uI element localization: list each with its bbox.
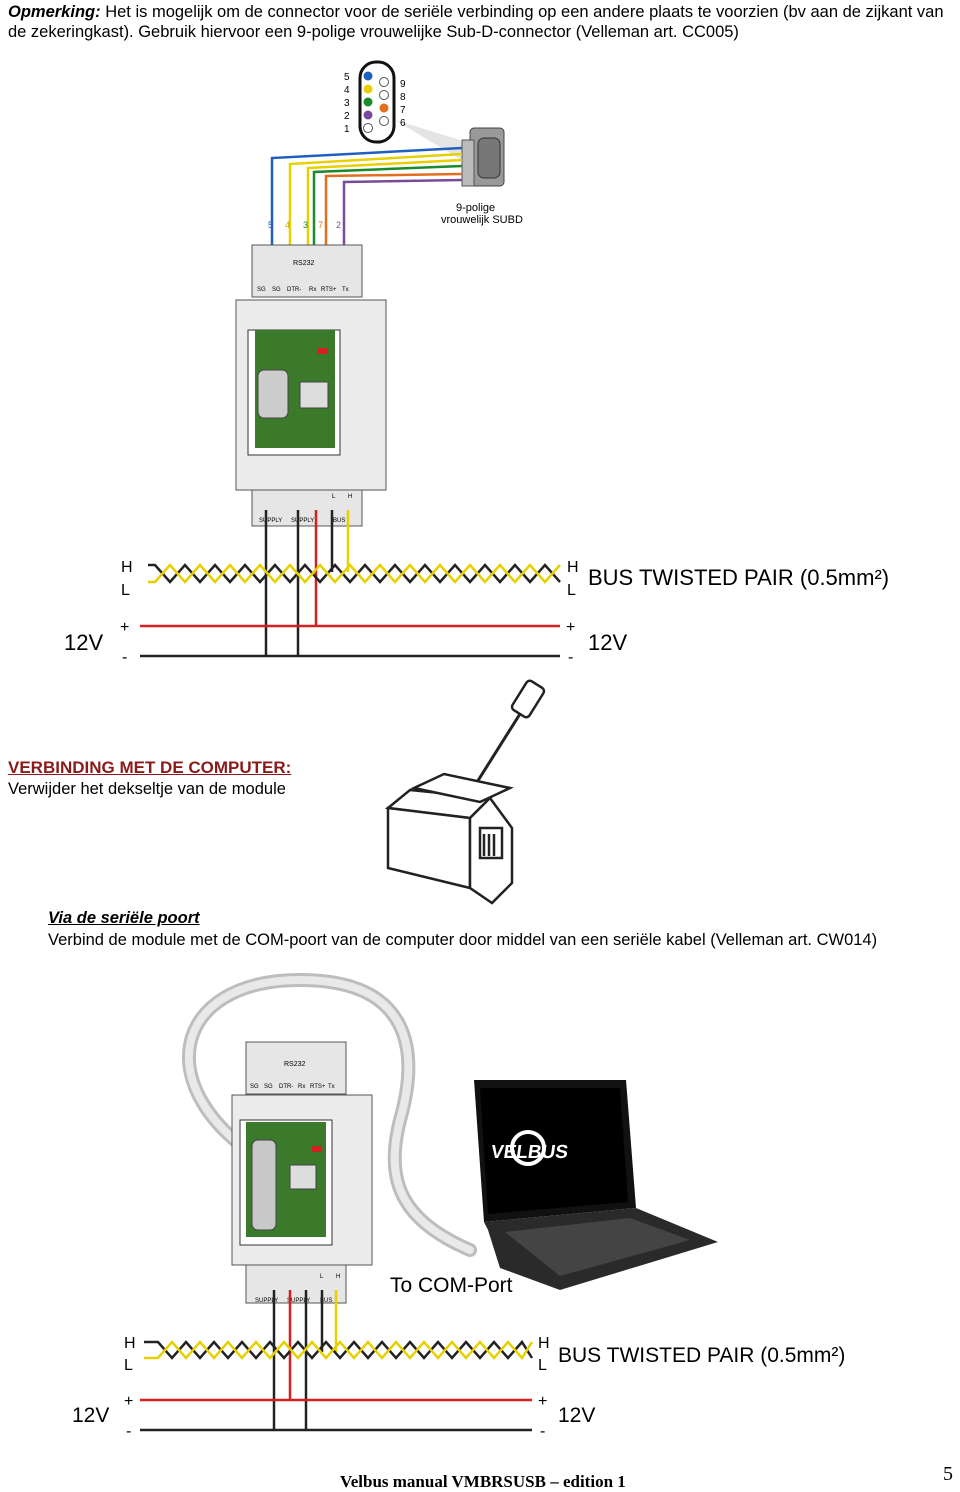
module-housing-bottom (231, 1041, 373, 1304)
wiring2-v-left: 12V (72, 1404, 109, 1427)
note-text: Het is mogelijk om de connector voor de … (8, 3, 944, 41)
pin-label-8: 8 (400, 92, 406, 103)
bus-h-label: H (348, 494, 352, 500)
terminal-sg-1: SG (257, 287, 266, 293)
terminal2-dtr: DTR- (279, 1084, 293, 1090)
serial-heading: Via de seriële poort (48, 909, 200, 927)
screwdriver-module-illustration (384, 679, 546, 905)
supply-label-1: SUPPLY (259, 518, 282, 524)
wiring1-minus-left: - (122, 649, 127, 666)
terminal-dtr: DTR- (287, 287, 301, 293)
wiring2-l-right: L (538, 1357, 547, 1374)
pin-label-3: 3 (344, 98, 350, 109)
computer-connection-diagram: RS232 SG SG DTR- Rx RTS+ Tx L H SUPPLY S… (72, 972, 845, 1440)
wire-pin-7: 7 (318, 220, 323, 230)
wiring2-l-left: L (124, 1357, 133, 1374)
module2-down-wires (272, 1290, 338, 1430)
wiring1-plus-right: + (566, 619, 575, 636)
wiring2-bus-label: BUS TWISTED PAIR (0.5mm²) (558, 1344, 845, 1367)
terminal-rx: Rx (309, 287, 316, 293)
supply2-label-2: SUPPLY (287, 1298, 310, 1304)
pin-label-4: 4 (344, 85, 350, 96)
bus2-label: BUS (320, 1298, 332, 1304)
velbus-logo: VELBUS (489, 1130, 569, 1166)
pin-label-6: 6 (400, 118, 406, 129)
wire-pin-4: 4 (285, 220, 290, 230)
supply2-label-1: SUPPLY (255, 1298, 278, 1304)
laptop-icon (474, 1080, 718, 1290)
pin-label-1: 1 (344, 124, 350, 135)
module-rs232-label: RS232 (293, 260, 315, 267)
terminal-rts: RTS+ (321, 287, 337, 293)
bus-l-label: L (332, 494, 336, 500)
subd-connector (461, 127, 505, 187)
page-number: 5 (943, 1463, 953, 1485)
wire-pin-2: 2 (336, 220, 341, 230)
connector-wiring-diagram: 5 4 3 2 1 9 8 7 6 9-polige vrouwelijk SU… (64, 60, 889, 666)
wiring1-plus-left: + (120, 619, 129, 636)
wiring1-v-right: 12V (588, 630, 627, 655)
terminal-sg-2: SG (272, 287, 281, 293)
wiring2-h-left: H (124, 1335, 136, 1352)
wiring2-v-right: 12V (558, 1404, 595, 1427)
module-cover (384, 772, 514, 905)
footer-text: Velbus manual VMBRSUSB – edition 1 (340, 1472, 626, 1491)
serial-wires (270, 146, 463, 272)
wiring1-minus-right: - (568, 649, 573, 666)
section-heading: VERBINDING MET DE COMPUTER: (8, 758, 292, 777)
wiring2-plus-left: + (124, 1393, 133, 1410)
subd-caption-line2: vrouwelijk SUBD (441, 214, 523, 226)
wiring1-l-right: L (567, 582, 576, 599)
bus2-l-label: L (320, 1274, 324, 1280)
wiring2-minus-right: - (540, 1423, 545, 1440)
com-port-label: To COM-Port (390, 1274, 513, 1297)
wiring2-h-right: H (538, 1335, 550, 1352)
velbus-logo-text: VELBUS (489, 1142, 569, 1163)
pin-label-2: 2 (344, 111, 350, 122)
terminal2-sg-2: SG (264, 1084, 273, 1090)
pin-label-9: 9 (400, 79, 406, 90)
note-label: Opmerking: (8, 3, 101, 21)
module-down-wires (264, 510, 350, 655)
subd-pinout-callout: 5 4 3 2 1 9 8 7 6 (344, 60, 470, 165)
bus2-h-label: H (336, 1274, 340, 1280)
note-paragraph: Opmerking: Het is mogelijk om de connect… (8, 2, 953, 42)
bus-label: BUS (333, 518, 345, 524)
wiring1-bus-label: BUS TWISTED PAIR (0.5mm²) (588, 565, 889, 590)
terminal2-sg-1: SG (250, 1084, 259, 1090)
wiring1-v-left: 12V (64, 630, 103, 655)
wiring1-h-left: H (121, 559, 133, 576)
wire-pin-3: 3 (303, 220, 308, 230)
twisted-pair-bottom (144, 1339, 534, 1361)
pin-label-5: 5 (344, 72, 350, 83)
terminal2-rts: RTS+ (310, 1084, 326, 1090)
wiring2-minus-left: - (126, 1423, 131, 1440)
wire-pin-labels: 5 4 3 7 2 (268, 220, 341, 230)
terminal2-rx: Rx (298, 1084, 305, 1090)
terminal2-tx: Tx (328, 1084, 335, 1090)
subd-caption-line1: 9-polige (456, 202, 495, 214)
serial-text: Verbind de module met de COM-poort van d… (48, 931, 878, 949)
section-subtext: Verwijder het dekseltje van de module (8, 780, 286, 798)
supply-label-2: SUPPLY (291, 518, 314, 524)
wiring1-h-right: H (567, 559, 579, 576)
terminal-tx: Tx (342, 287, 349, 293)
pin-label-7: 7 (400, 105, 406, 116)
wiring2-plus-right: + (538, 1393, 547, 1410)
wiring1-l-left: L (121, 582, 130, 599)
twisted-pair-top (148, 563, 561, 584)
wire-pin-5: 5 (268, 220, 273, 230)
module-housing-top (235, 244, 387, 527)
module2-rs232-label: RS232 (284, 1061, 306, 1068)
